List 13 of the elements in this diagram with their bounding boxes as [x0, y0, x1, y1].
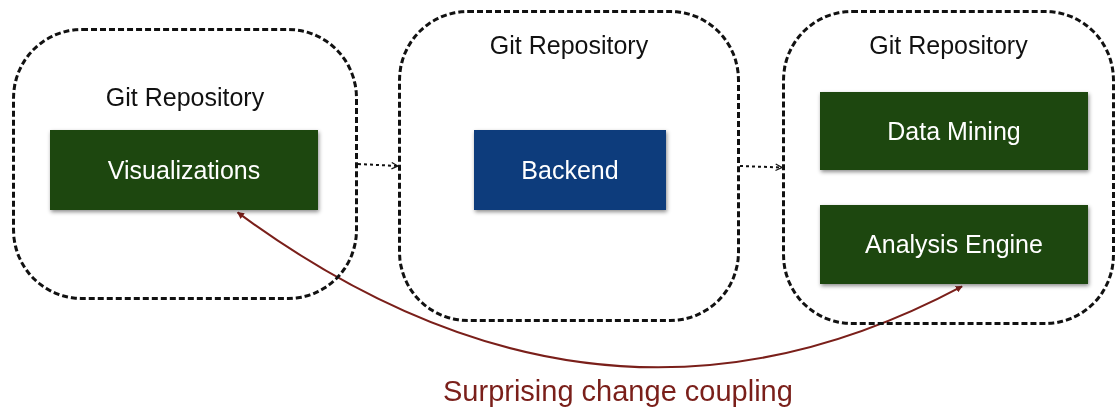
repository-title: Git Repository [488, 31, 650, 60]
component-box: Visualizations [50, 130, 318, 210]
component-box: Data Mining [820, 92, 1088, 170]
curved-arrow [236, 211, 964, 369]
repository-title: Git Repository [868, 31, 1029, 60]
component-box: Analysis Engine [820, 205, 1088, 284]
dashed-repository-boundary [12, 28, 358, 300]
repository-title: Git Repository [104, 83, 266, 112]
dashed-repository-boundary [398, 10, 740, 322]
arrow [739, 163, 783, 172]
arrow [357, 161, 399, 170]
dashed-repository-boundary [782, 10, 1115, 325]
component-box: Backend [474, 130, 666, 210]
